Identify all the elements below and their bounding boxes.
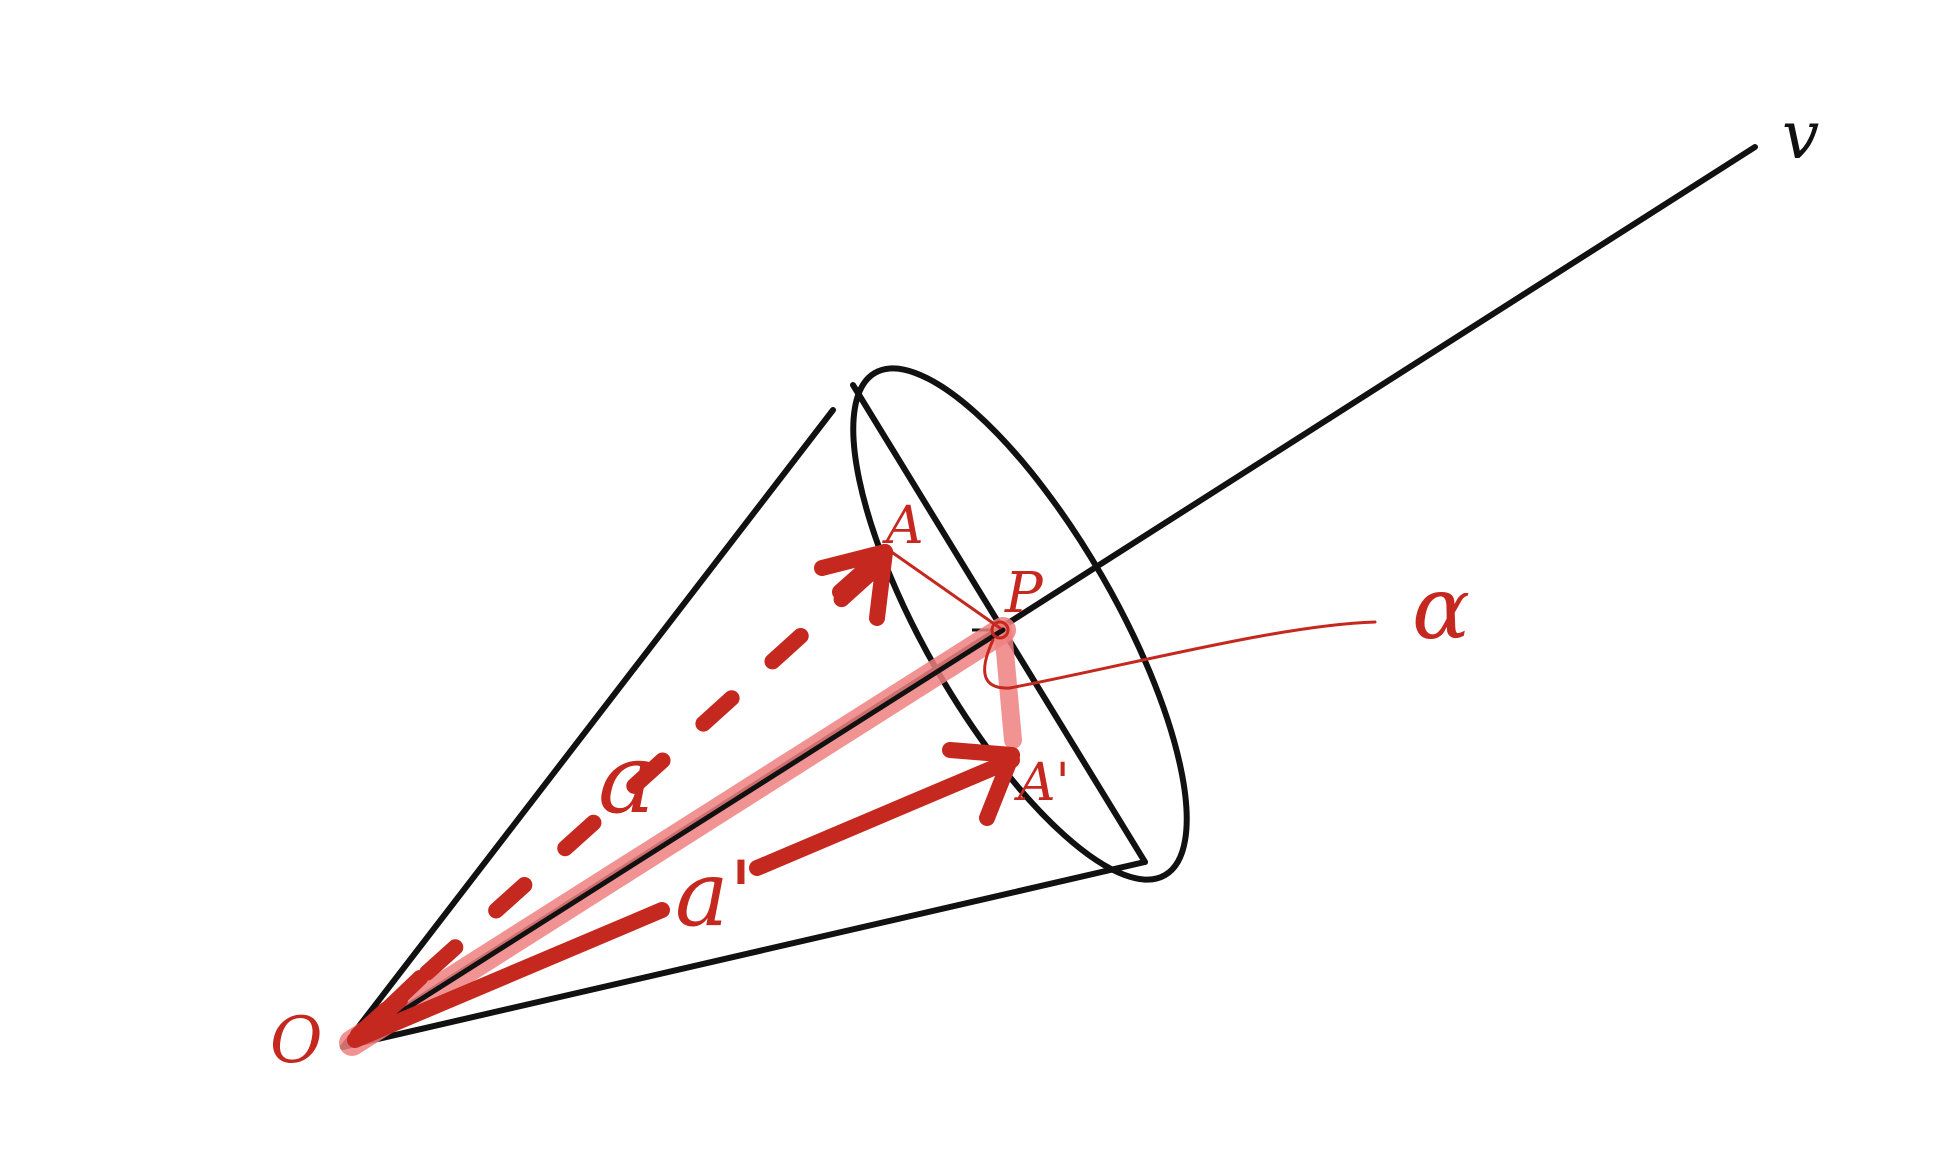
cone-upper-edge [340,407,836,1050]
label-point-a: A [882,496,924,556]
cone-lower-edge [340,859,1148,1050]
pa-prime-highlight [994,621,1022,749]
cone [340,365,1190,1050]
vector-a-prime [347,742,1020,1048]
vector-a [350,544,893,1043]
label-origin: O [270,1004,322,1078]
origin-arrowhead [349,970,428,1046]
label-vector-a-prime: a' [675,842,753,947]
label-point-p: P [1004,561,1044,626]
angle-leader-line [1008,620,1377,690]
vector-a-prime-shaft-1 [347,902,670,1048]
vector-a-prime-arrowhead-2 [979,747,1020,826]
vector-a-shaft [350,552,893,1043]
vector-a-prime-arrowhead-1 [942,742,1020,763]
label-point-a-prime: A' [1014,753,1070,813]
op-axis-overlay [349,627,1006,1046]
vector-a-arrowhead-3 [832,544,893,600]
label-angle-alpha: α [1412,559,1470,659]
thin-red-details [891,551,1377,690]
label-axis-v: v [1782,97,1819,174]
angle-arc [983,638,1012,690]
label-vector-a: a [598,723,655,835]
point-p-marker [990,620,1010,640]
pa-segment [891,551,1002,630]
vector-a-prime-shaft-2 [749,752,1020,876]
origin-arrowhead-2 [349,992,408,1046]
